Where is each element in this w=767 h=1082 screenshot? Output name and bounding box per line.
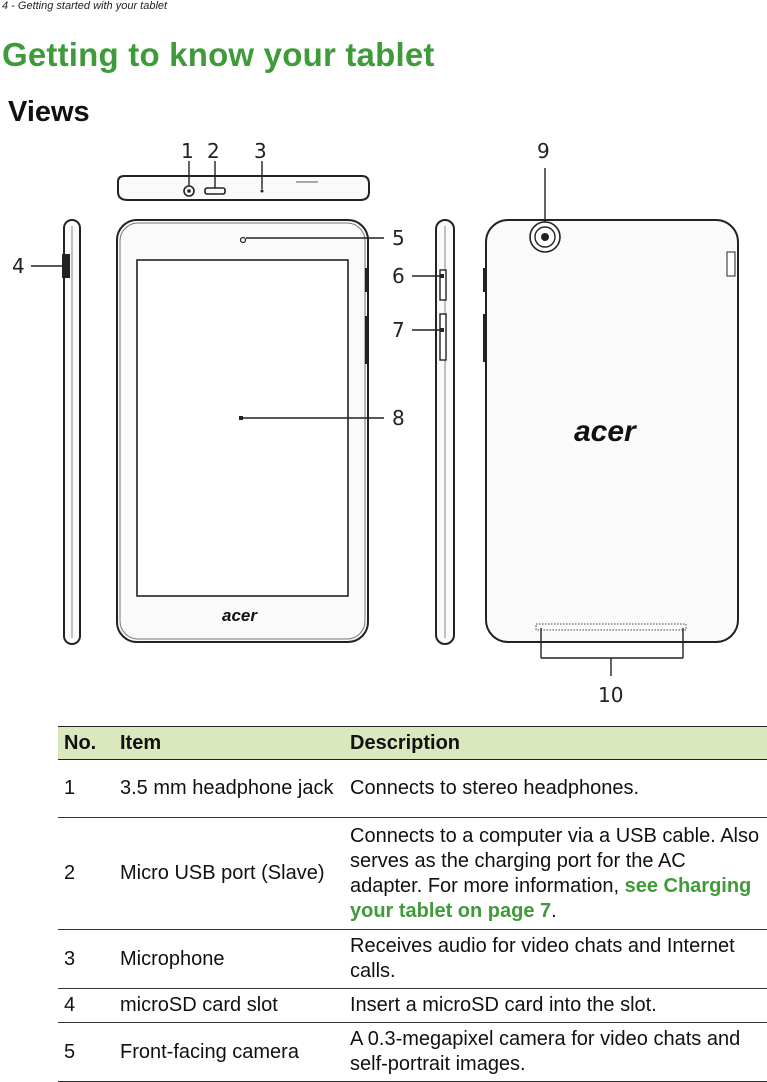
table-header-row: No. Item Description	[58, 726, 767, 760]
column-header-item: Item	[114, 726, 344, 760]
table-row: 3 Microphone Receives audio for video ch…	[58, 929, 767, 989]
row-item: Micro USB port (Slave)	[114, 817, 344, 930]
callout-4: 4	[12, 254, 25, 278]
callout-1: 1	[181, 139, 194, 163]
row-number: 4	[58, 988, 114, 1023]
column-header-description: Description	[344, 726, 767, 760]
specification-table: No. Item Description 1 3.5 mm headphone …	[58, 726, 767, 1082]
row-description-text: Connects to a computer via a USB cable. …	[350, 824, 760, 897]
row-number: 3	[58, 929, 114, 989]
row-item: 3.5 mm headphone jack	[114, 759, 344, 818]
callout-6: 6	[392, 264, 405, 288]
charging-reference-link[interactable]: see Charging your tablet on page 7	[350, 874, 752, 922]
row-description: Connects to a computer via a USB cable. …	[344, 817, 767, 930]
power-button-icon	[439, 269, 447, 301]
row-number: 1	[58, 759, 114, 818]
back-acer-logo: acer	[574, 415, 638, 448]
row-number: 5	[58, 1022, 114, 1082]
tablet-back-view: acer	[483, 219, 739, 643]
row-item: microSD card slot	[114, 988, 344, 1023]
table-row: 2 Micro USB port (Slave) Connects to a c…	[58, 817, 767, 930]
tablet-views-figure: acer acer	[12, 139, 739, 707]
tablet-top-edge	[117, 175, 370, 201]
callout-2: 2	[207, 139, 220, 163]
tablet-front-view: acer	[116, 219, 369, 643]
callout-3: 3	[254, 139, 267, 163]
row-item: Front-facing camera	[114, 1022, 344, 1082]
callout-10: 10	[598, 683, 623, 707]
row-description: Receives audio for video chats and Inter…	[344, 929, 767, 989]
page-title: Getting to know your tablet	[2, 36, 435, 73]
front-acer-logo: acer	[222, 606, 258, 625]
callout-7: 7	[392, 318, 405, 342]
front-camera-icon	[239, 236, 247, 244]
section-title: Views	[8, 96, 90, 128]
microphone-icon	[260, 189, 264, 193]
table-row: 1 3.5 mm headphone jack Connects to ster…	[58, 759, 767, 818]
table-row: 4 microSD card slot Insert a microSD car…	[58, 988, 767, 1023]
callout-8: 8	[392, 406, 405, 430]
tablet-left-side	[62, 219, 81, 645]
table-row: 5 Front-facing camera A 0.3-megapixel ca…	[58, 1022, 767, 1082]
callout-9: 9	[537, 139, 550, 163]
row-item: Microphone	[114, 929, 344, 989]
tablet-right-side	[435, 219, 455, 645]
row-description: A 0.3-megapixel camera for video chats a…	[344, 1022, 767, 1082]
row-description-suffix: .	[551, 899, 557, 922]
speaker-grille	[535, 623, 687, 631]
callout-5: 5	[392, 226, 405, 250]
row-description: Insert a microSD card into the slot.	[344, 988, 767, 1023]
row-number: 2	[58, 817, 114, 930]
callout-leaders	[31, 161, 684, 676]
front-screen	[136, 259, 349, 597]
row-description: Connects to stereo headphones.	[344, 759, 767, 818]
column-header-no: No.	[58, 726, 114, 760]
running-head: 4 - Getting started with your tablet	[2, 0, 168, 12]
volume-button-icon	[439, 313, 447, 361]
